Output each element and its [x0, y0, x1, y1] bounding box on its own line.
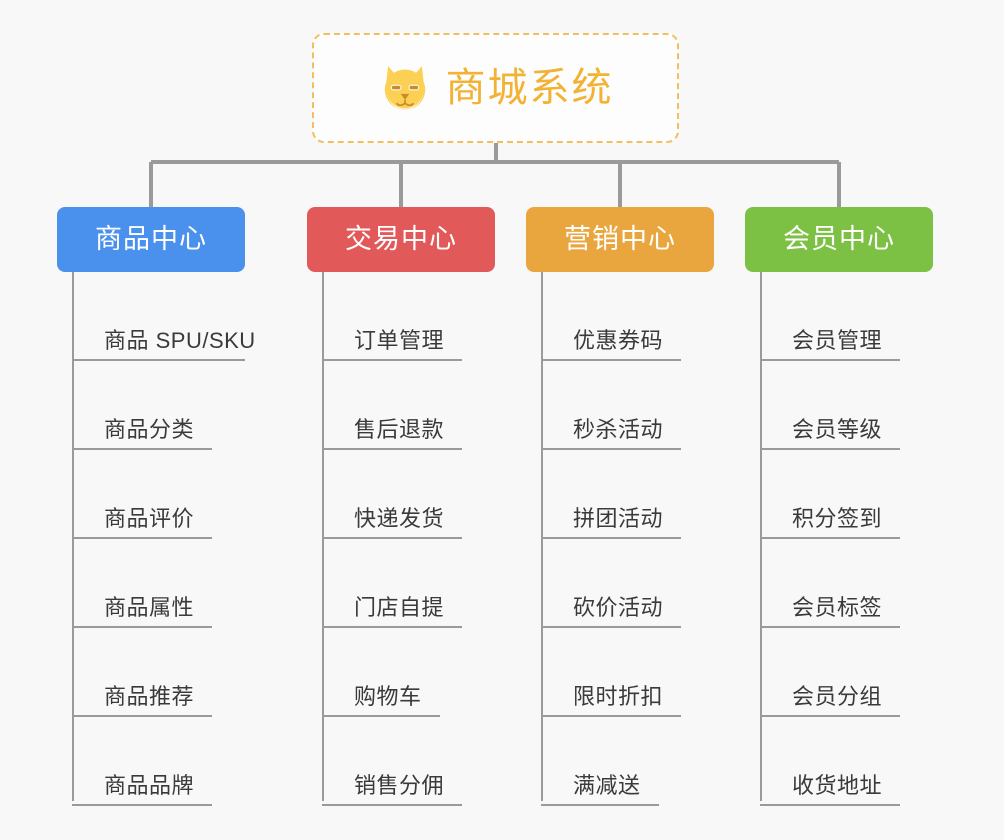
leaf-node[interactable]: 收货地址 [745, 717, 933, 806]
category-column-2: 营销中心优惠券码秒杀活动拼团活动砍价活动限时折扣满减送 [526, 207, 714, 806]
leaf-underline: 售后退款 [322, 417, 463, 450]
leaf-label: 会员分组 [792, 684, 883, 710]
leaf-underline: 秒杀活动 [541, 417, 682, 450]
leaf-node[interactable]: 秒杀活动 [526, 361, 714, 450]
leaf-underline: 优惠券码 [541, 328, 682, 361]
leaf-label: 商品 SPU/SKU [104, 328, 256, 354]
leaf-label: 商品品牌 [104, 773, 195, 799]
category-column-3: 会员中心会员管理会员等级积分签到会员标签会员分组收货地址 [745, 207, 933, 806]
leaf-node[interactable]: 会员等级 [745, 361, 933, 450]
leaf-label: 商品分类 [104, 417, 195, 443]
leaf-node[interactable]: 拼团活动 [526, 450, 714, 539]
leaf-label: 商品属性 [104, 595, 195, 621]
leaf-underline: 销售分佣 [322, 773, 463, 806]
category-header-1[interactable]: 交易中心 [307, 207, 495, 272]
root-node[interactable]: 商城系统 [312, 33, 679, 143]
leaf-label: 优惠券码 [573, 328, 664, 354]
leaf-node[interactable]: 优惠券码 [526, 272, 714, 361]
leaf-node[interactable]: 限时折扣 [526, 628, 714, 717]
category-header-0[interactable]: 商品中心 [57, 207, 245, 272]
leaf-label: 商品推荐 [104, 684, 195, 710]
leaf-node[interactable]: 购物车 [307, 628, 495, 717]
leaf-label: 会员等级 [792, 417, 883, 443]
leaf-label: 售后退款 [354, 417, 445, 443]
leaf-label: 会员标签 [792, 595, 883, 621]
leaf-underline: 会员分组 [760, 684, 901, 717]
leaf-underline: 会员标签 [760, 595, 901, 628]
leaf-node[interactable]: 会员管理 [745, 272, 933, 361]
leaf-list-3: 会员管理会员等级积分签到会员标签会员分组收货地址 [745, 272, 933, 806]
leaf-node[interactable]: 门店自提 [307, 539, 495, 628]
leaf-label: 订单管理 [354, 328, 445, 354]
leaf-underline: 商品推荐 [72, 684, 213, 717]
leaf-node[interactable]: 会员分组 [745, 628, 933, 717]
leaf-node[interactable]: 订单管理 [307, 272, 495, 361]
leaf-list-2: 优惠券码秒杀活动拼团活动砍价活动限时折扣满减送 [526, 272, 714, 806]
leaf-label: 购物车 [354, 684, 422, 710]
leaf-node[interactable]: 商品 SPU/SKU [57, 272, 255, 361]
leaf-list-1: 订单管理售后退款快递发货门店自提购物车销售分佣 [307, 272, 495, 806]
leaf-node[interactable]: 销售分佣 [307, 717, 495, 806]
leaf-node[interactable]: 会员标签 [745, 539, 933, 628]
leaf-underline: 快递发货 [322, 506, 463, 539]
leaf-underline: 商品评价 [72, 506, 213, 539]
leaf-node[interactable]: 售后退款 [307, 361, 495, 450]
leaf-underline: 订单管理 [322, 328, 463, 361]
leaf-underline: 满减送 [541, 773, 659, 806]
category-header-3[interactable]: 会员中心 [745, 207, 933, 272]
leaf-node[interactable]: 商品分类 [57, 361, 245, 450]
root-title: 商城系统 [445, 66, 614, 110]
category-header-2[interactable]: 营销中心 [526, 207, 714, 272]
leaf-label: 秒杀活动 [573, 417, 664, 443]
leaf-underline: 门店自提 [322, 595, 463, 628]
leaf-underline: 购物车 [322, 684, 440, 717]
dog-face-icon [384, 66, 425, 112]
leaf-node[interactable]: 砍价活动 [526, 539, 714, 628]
leaf-underline: 限时折扣 [541, 684, 682, 717]
leaf-node[interactable]: 快递发货 [307, 450, 495, 539]
leaf-underline: 收货地址 [760, 773, 901, 806]
leaf-label: 拼团活动 [573, 506, 664, 532]
leaf-underline: 砍价活动 [541, 595, 682, 628]
leaf-label: 收货地址 [792, 773, 883, 799]
leaf-underline: 商品分类 [72, 417, 213, 450]
leaf-label: 商品评价 [104, 506, 195, 532]
leaf-label: 砍价活动 [573, 595, 664, 621]
leaf-node[interactable]: 商品评价 [57, 450, 245, 539]
leaf-node[interactable]: 商品品牌 [57, 717, 245, 806]
leaf-label: 限时折扣 [573, 684, 664, 710]
category-column-0: 商品中心商品 SPU/SKU 商品分类商品评价商品属性商品推荐商品品牌 [57, 207, 255, 806]
leaf-label: 积分签到 [792, 506, 883, 532]
leaf-underline: 会员等级 [760, 417, 901, 450]
leaf-node[interactable]: 满减送 [526, 717, 714, 806]
leaf-list-0: 商品 SPU/SKU 商品分类商品评价商品属性商品推荐商品品牌 [57, 272, 255, 806]
category-column-1: 交易中心订单管理售后退款快递发货门店自提购物车销售分佣 [307, 207, 495, 806]
leaf-underline: 会员管理 [760, 328, 901, 361]
leaf-underline: 积分签到 [760, 506, 901, 539]
leaf-underline: 拼团活动 [541, 506, 682, 539]
leaf-label: 会员管理 [792, 328, 883, 354]
leaf-underline: 商品属性 [72, 595, 213, 628]
leaf-node[interactable]: 商品推荐 [57, 628, 245, 717]
leaf-node[interactable]: 商品属性 [57, 539, 245, 628]
leaf-label: 门店自提 [354, 595, 445, 621]
leaf-label: 满减送 [573, 773, 641, 799]
leaf-label: 快递发货 [354, 506, 445, 532]
leaf-underline: 商品品牌 [72, 773, 213, 806]
leaf-label: 销售分佣 [354, 773, 445, 799]
leaf-node[interactable]: 积分签到 [745, 450, 933, 539]
leaf-underline: 商品 SPU/SKU [72, 328, 255, 361]
